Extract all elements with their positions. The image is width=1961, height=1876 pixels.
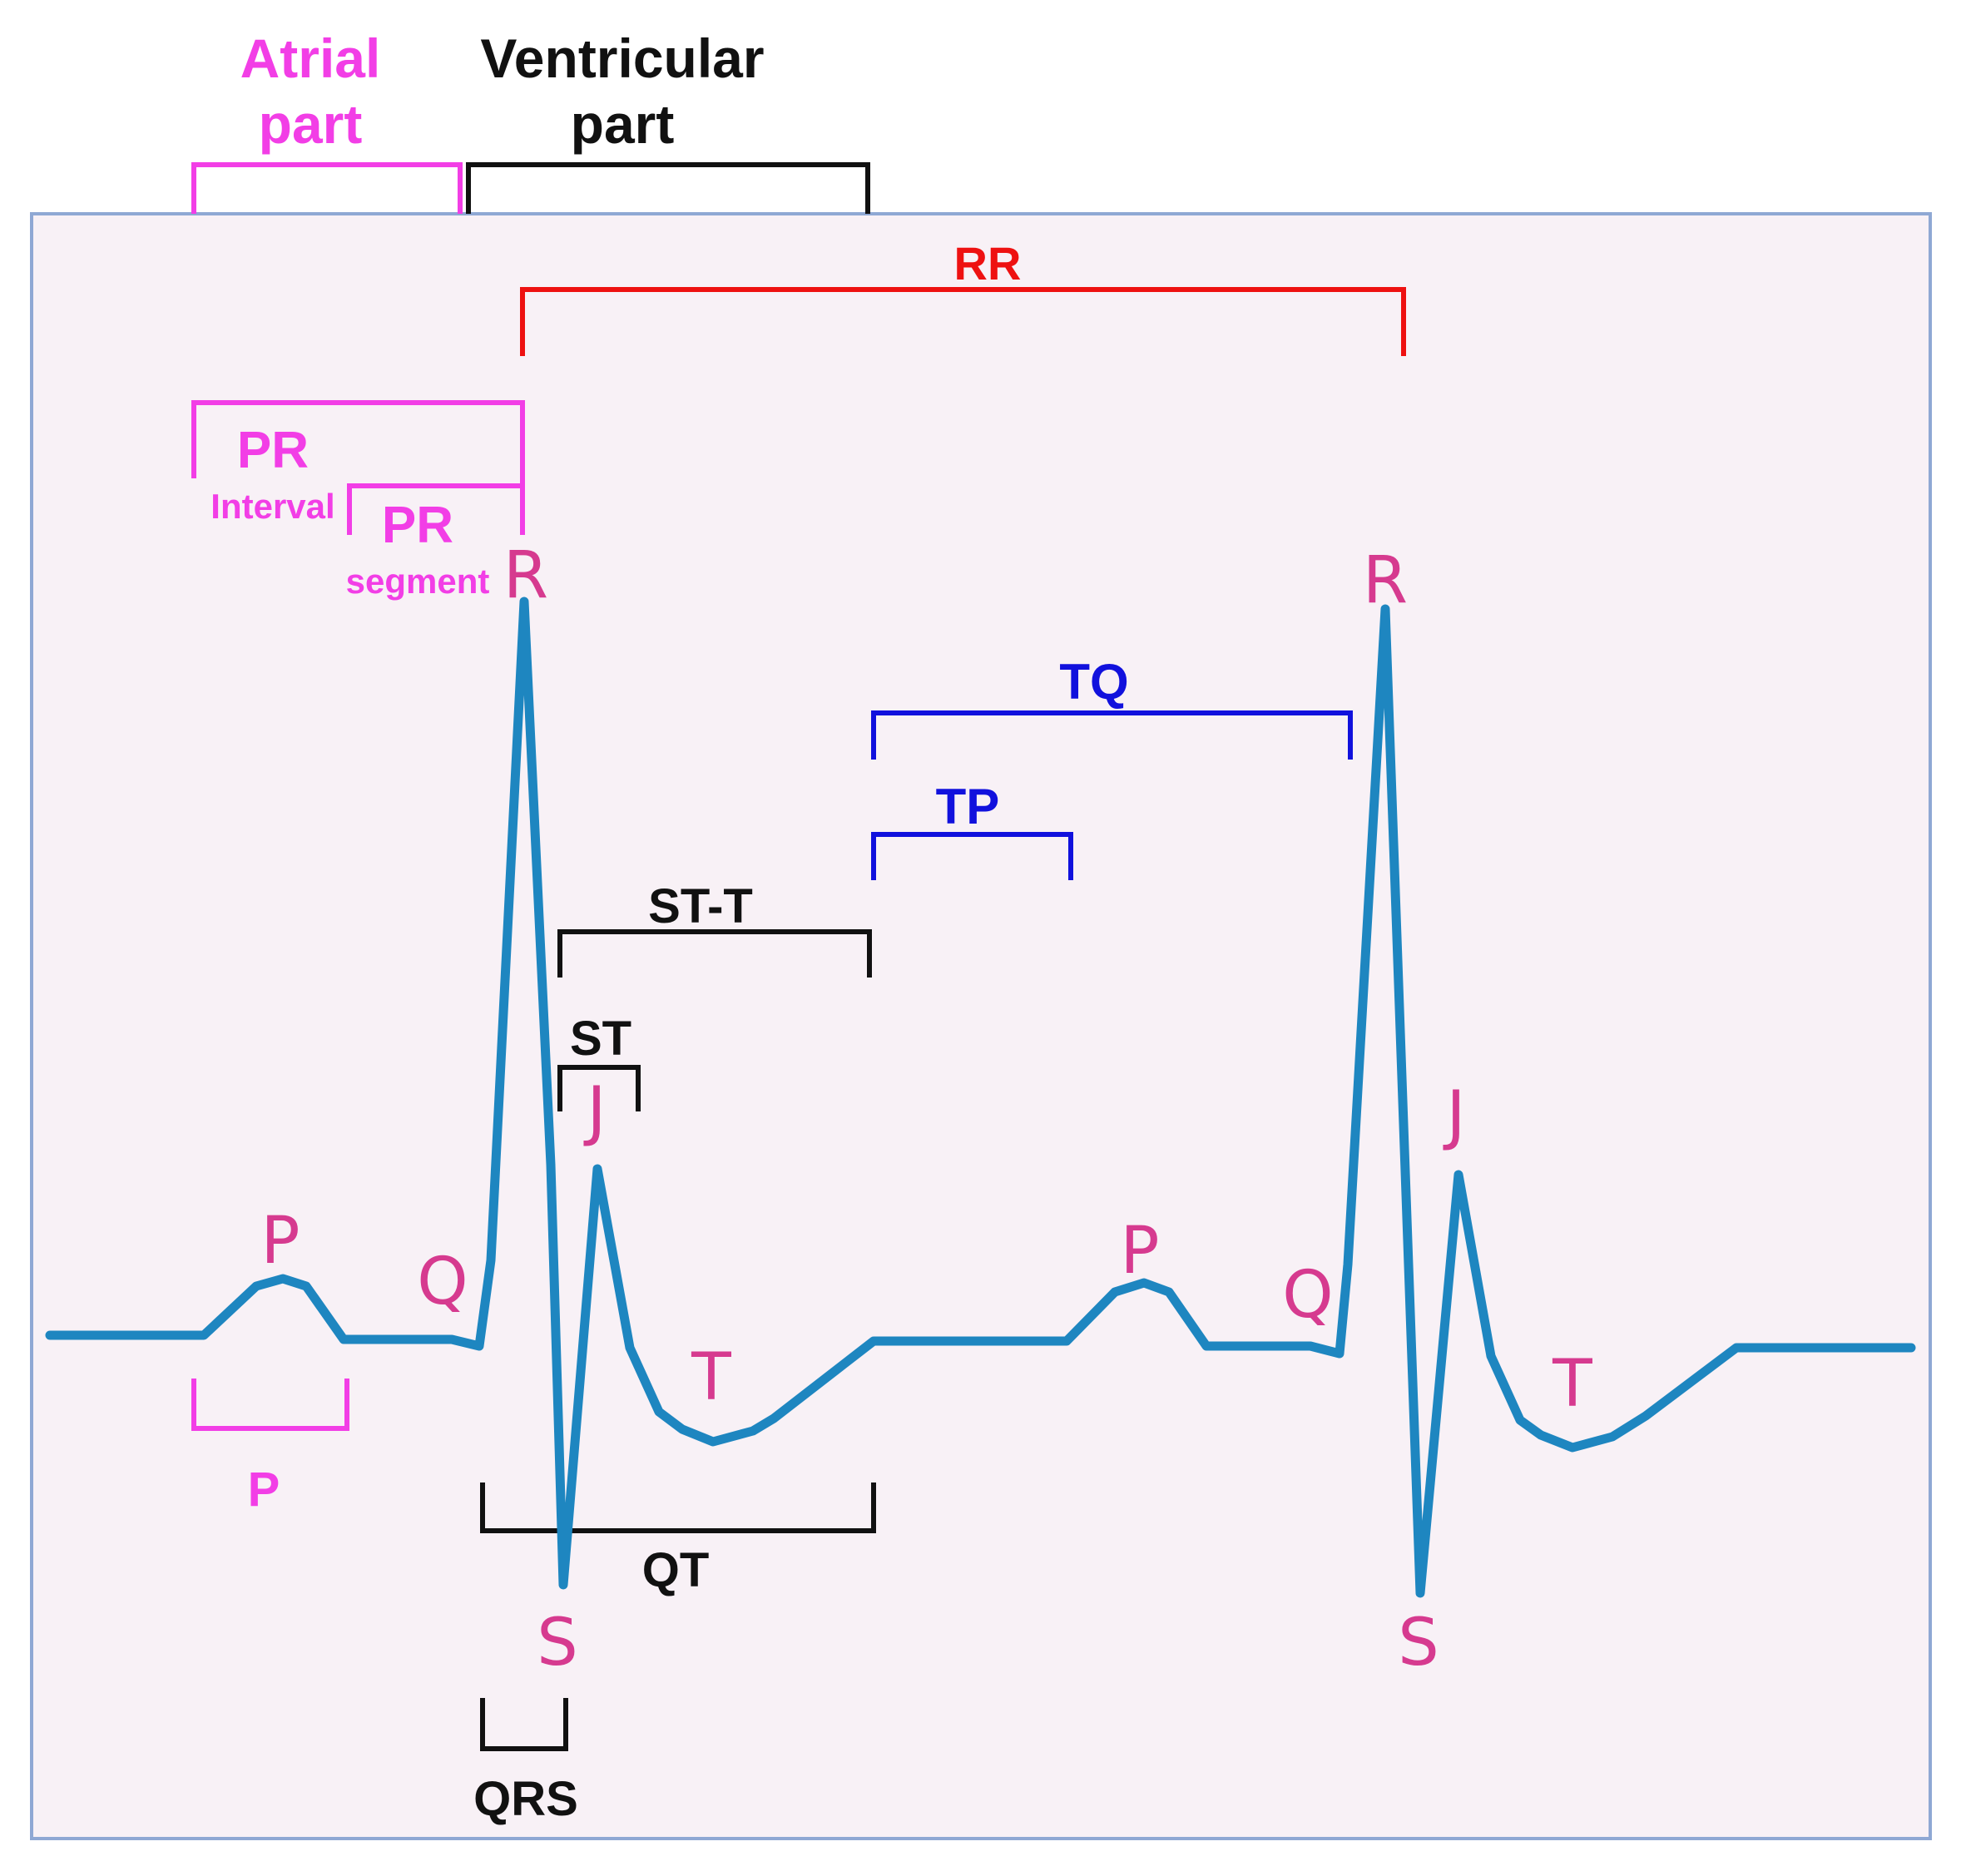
pr-segment-label: PR [382,497,453,554]
qrs-bracket [480,1698,568,1751]
pr-segment-bracket [347,483,522,535]
qt-label: QT [642,1543,710,1597]
wave-r-label-beat2: R [1363,543,1408,618]
pr-interval-bracket [191,400,525,535]
ecg-trace-line [45,596,1916,1598]
wave-p-label-beat1: P [260,1204,300,1279]
tp-label: TP [936,779,1000,834]
wave-j-label-beat1: J [582,1074,606,1149]
wave-s-label-beat2: S [1398,1606,1439,1680]
wave-j-label-beat2: J [1442,1078,1465,1153]
tp-bracket [871,832,1073,880]
wave-p-label-beat2: P [1120,1214,1159,1289]
ventricular-part-label-line1: Ventricular [480,27,764,89]
st-bracket [557,1065,641,1111]
atrial-part-bracket [191,162,463,214]
wave-t-label-beat2: T [1552,1347,1592,1422]
rr-bracket [520,287,1406,356]
p-interval-label: P [248,1463,280,1517]
wave-r-label-beat1: R [503,538,548,613]
st-t-bracket [557,929,872,978]
ventricular-part-label-line2: part [571,93,675,155]
qt-bracket [480,1482,876,1533]
wave-s-label-beat1: S [537,1606,578,1680]
atrial-part-label-line1: Atrial [240,27,381,89]
atrial-part-label-line2: part [259,93,363,155]
wave-q-label-beat2: Q [1282,1258,1333,1333]
diagram-panel [30,212,1932,1840]
pr-interval-sublabel: Interval [210,487,334,526]
pr-interval-label: PR [237,422,309,479]
st-label: ST [570,1012,631,1066]
st-t-label: ST-T [648,879,753,933]
wave-q-label-beat1: Q [417,1245,468,1319]
ventricular-part-bracket [466,162,870,214]
tq-bracket [871,710,1353,760]
wave-t-label-beat1: T [691,1340,731,1415]
p-wave-bracket [191,1379,349,1431]
pr-segment-sublabel: segment [346,562,490,601]
rr-label: RR [954,237,1022,290]
qrs-label: QRS [473,1772,578,1826]
tq-label: TQ [1059,654,1128,710]
